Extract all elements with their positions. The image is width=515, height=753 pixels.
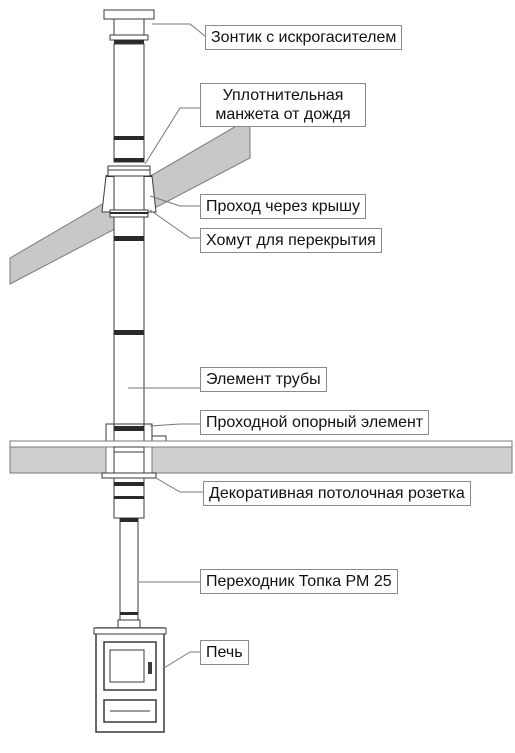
umbrella-band xyxy=(114,40,144,44)
ceiling-slab-right xyxy=(151,446,513,474)
rain-collar xyxy=(107,165,151,177)
label-roof-passage: Проход через крышу xyxy=(200,194,366,219)
pipe-band xyxy=(114,158,144,162)
stove-door-handle xyxy=(148,662,152,674)
pipe-band xyxy=(114,482,144,486)
adapter-pipe xyxy=(119,517,139,629)
label-pipe-element: Элемент трубы xyxy=(200,367,327,392)
label-adapter: Переходник Топка РМ 25 xyxy=(200,569,398,594)
pipe-band xyxy=(114,136,144,140)
pipe-band xyxy=(114,426,144,431)
roof-pipe xyxy=(113,175,145,213)
label-support-element: Проходной опорный элемент xyxy=(200,410,430,435)
ceiling-top-board xyxy=(9,440,513,448)
ceiling-slab-left xyxy=(9,446,107,474)
label-umbrella: Зонтик с искрогасителем xyxy=(205,25,403,50)
label-stove: Печь xyxy=(200,640,249,665)
label-rain-collar-line2: манжета от дождя xyxy=(215,106,351,123)
pipe-band xyxy=(114,330,144,335)
umbrella-body xyxy=(113,18,145,36)
umbrella-ring xyxy=(109,34,149,41)
label-ceiling-clamp: Хомут для перекрытия xyxy=(200,228,382,253)
pipe-band xyxy=(114,496,144,499)
umbrella-top xyxy=(103,9,155,20)
label-rain-collar: Уплотнительная манжета от дождя xyxy=(200,83,366,127)
label-rain-collar-line1: Уплотнительная xyxy=(222,87,344,104)
stove-top xyxy=(93,627,167,635)
pipe-band xyxy=(114,236,144,241)
pipe-element xyxy=(113,216,145,442)
stove-door-window xyxy=(109,649,145,683)
ceiling-rosette xyxy=(101,472,157,479)
upper-pipe xyxy=(113,43,145,163)
label-ceiling-rosette: Декоративная потолочная розетка xyxy=(203,481,471,506)
leader-lines xyxy=(128,23,206,669)
